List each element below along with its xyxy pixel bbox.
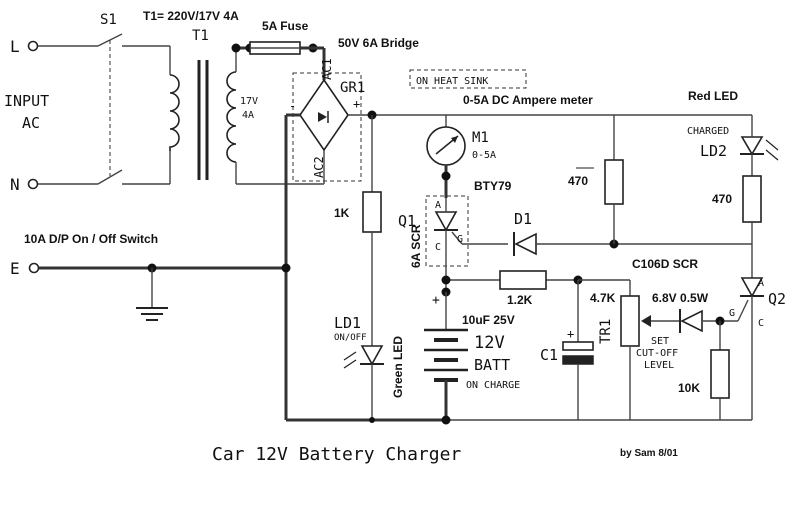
neutral-terminal: [27, 178, 39, 190]
scr-ctrl-type: C106D SCR: [632, 257, 698, 271]
line-terminal: [27, 40, 39, 52]
battery-name: BATT: [474, 356, 510, 374]
bridge-ref: GR1: [340, 80, 365, 96]
pot-set-line3: LEVEL: [644, 360, 674, 371]
scr-q1-anode: A: [435, 200, 441, 211]
capacitor-ref: C1: [540, 346, 558, 364]
capacitor-plus: +: [567, 327, 574, 341]
line-terminal-label: L: [10, 37, 20, 56]
green-led-label: Green LED: [391, 336, 405, 398]
resistor-1k2-label: 1.2K: [507, 293, 533, 307]
transformer-primary-coil: [169, 74, 180, 151]
led-ld2-ref: LD2: [700, 142, 727, 160]
resistor-1k2: [499, 270, 547, 290]
resistor-1k: [362, 191, 382, 233]
scr-q1-outline: [425, 195, 469, 267]
pot-value: 4.7K: [590, 291, 616, 305]
scr-main-type: BTY79: [474, 179, 512, 193]
earth-terminal: [28, 262, 40, 274]
led-ld2: [740, 136, 764, 156]
diagram-title: Car 12V Battery Charger: [212, 444, 461, 465]
switch-description: 10A D/P On / Off Switch: [24, 232, 158, 246]
scr-q1-rating: 6A SCR: [409, 224, 423, 268]
resistor-470-a: [604, 159, 624, 205]
transformer-spec: T1= 220V/17V 4A: [143, 9, 239, 23]
bridge-outline: [292, 72, 362, 182]
diode-d1-ref: D1: [514, 210, 532, 228]
transformer-ref: T1: [192, 28, 209, 44]
battery-state: ON CHARGE: [466, 380, 520, 391]
scr-q2-cathode: C: [758, 318, 764, 329]
heatsink-label: ON HEAT SINK: [416, 76, 488, 87]
zener-label: 6.8V 0.5W: [652, 291, 709, 305]
pot-wiper-icon: [641, 315, 651, 327]
battery-12v: [424, 328, 468, 382]
scr-q1-gate: G: [457, 234, 463, 245]
bridge-minus: -: [289, 99, 296, 113]
capacitor-c1: [562, 341, 594, 351]
scr-q2-ref: Q2: [768, 290, 786, 308]
meter-ref: M1: [472, 130, 489, 146]
bridge-ac1: AC1: [320, 58, 334, 80]
switch-s1-ref: S1: [100, 12, 117, 28]
scr-q1-ref: Q1: [398, 212, 416, 230]
scr-q2: [740, 277, 764, 298]
resistor-470-b: [742, 175, 762, 223]
meter-range: 0-5A: [472, 150, 496, 161]
resistor-1k-label: 1K: [334, 206, 350, 220]
capacitor-value: 10uF 25V: [462, 313, 515, 327]
switch-s1-bottom-blade: [97, 169, 123, 185]
earth-terminal-label: E: [10, 259, 20, 278]
battery-plus: +: [432, 293, 440, 308]
battery-volts: 12V: [474, 333, 505, 353]
scr-q2-gate: G: [729, 308, 735, 319]
red-led-label: Red LED: [688, 89, 738, 103]
bridge-gr1: [299, 78, 349, 152]
transformer-secondary-coil: [226, 71, 237, 163]
potentiometer-tr1: [620, 295, 640, 347]
bridge-label: 50V 6A Bridge: [338, 36, 419, 50]
pot-ref: TR1: [598, 319, 614, 344]
bridge-plus: +: [353, 97, 360, 111]
scr-q1: [434, 211, 458, 232]
meter-description: 0-5A DC Ampere meter: [463, 93, 593, 107]
heatsink-box: [409, 69, 527, 89]
pot-set-line2: CUT-OFF: [636, 348, 678, 359]
resistor-470-a-label: 470: [568, 174, 588, 188]
zener-diode: [680, 309, 703, 333]
secondary-amps: 4A: [242, 110, 254, 121]
resistor-470-b-label: 470: [712, 192, 732, 206]
neutral-terminal-label: N: [10, 175, 20, 194]
led-ld1: [360, 345, 384, 366]
charged-label: CHARGED: [687, 126, 729, 137]
scr-q2-anode: A: [758, 278, 764, 289]
secondary-volts: 17V: [240, 96, 258, 107]
pot-set-line1: SET: [651, 336, 669, 347]
led-ld1-ref: LD1: [334, 314, 361, 332]
diode-d1: [514, 232, 537, 256]
scr-q1-cathode: C: [435, 242, 441, 253]
led-ld1-onoff: ON/OFF: [334, 333, 367, 343]
diagram-author: by Sam 8/01: [620, 448, 678, 459]
input-label-line2: AC: [22, 114, 40, 132]
resistor-10k: [710, 349, 730, 399]
resistor-10k-label: 10K: [678, 381, 700, 395]
bridge-diode-icon: [318, 112, 327, 122]
input-label-line1: INPUT: [4, 92, 49, 110]
bridge-ac2: AC2: [312, 156, 326, 178]
fuse-label: 5A Fuse: [262, 19, 309, 33]
